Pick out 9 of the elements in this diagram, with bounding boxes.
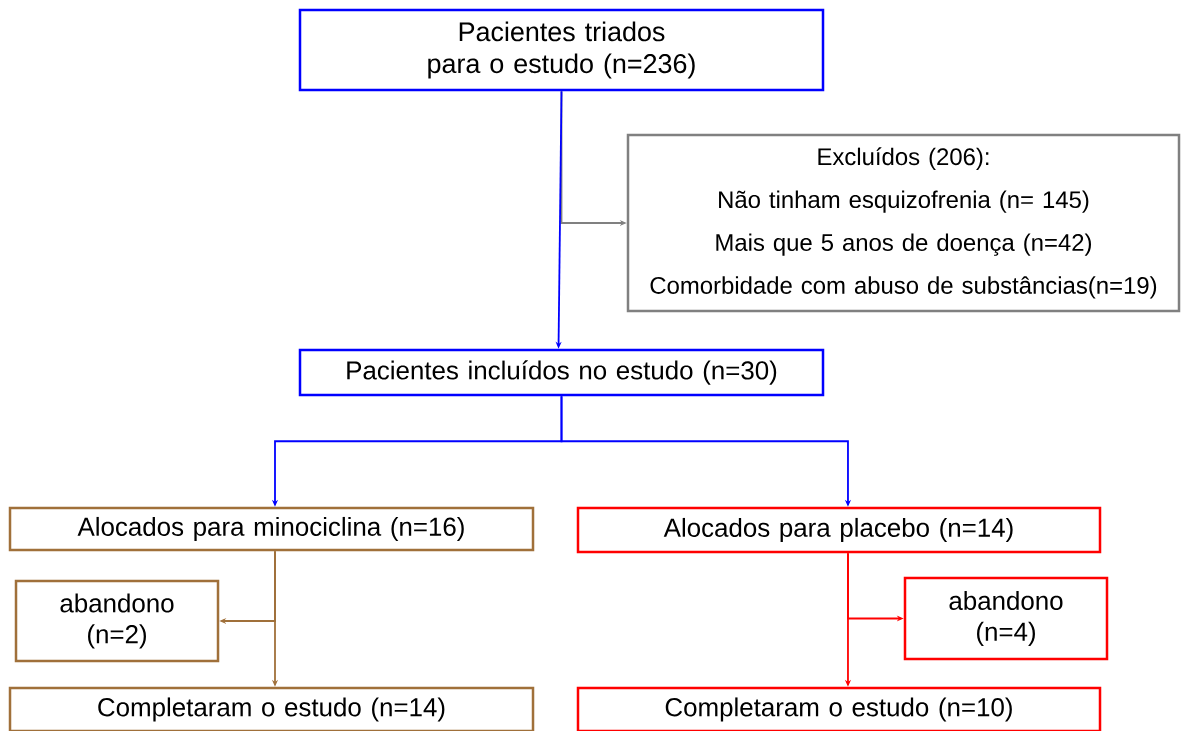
process-box: Completaram o estudo (n=14): [8, 686, 535, 731]
process-box: Pacientes incluídos no estudo (n=30): [298, 348, 825, 397]
exclusion-box: Excluídos (206): Não tinham esquizofrenia (n= 145) Mais que 5 anos de doença (n=42) Comorbidade com abuso de substâncias(n=19): [626, 133, 1181, 313]
process-box: abandono (n=4): [903, 576, 1109, 661]
process-box: abandono (n=2): [14, 579, 220, 663]
process-box: Pacientes triados para o estudo (n=236): [298, 8, 825, 92]
process-box: Alocados para placebo (n=14): [576, 506, 1102, 554]
process-box: Alocados para minociclina (n=16): [8, 506, 535, 552]
process-box: Completaram o estudo (n=10): [576, 686, 1102, 731]
